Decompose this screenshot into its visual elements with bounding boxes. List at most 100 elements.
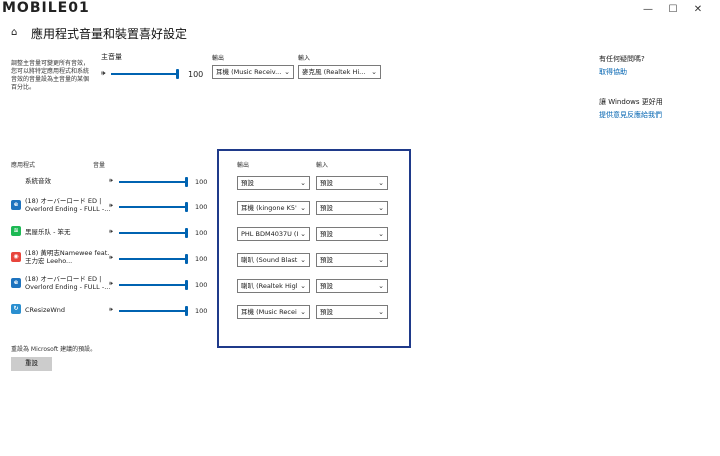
reset-button[interactable]: 重設 [11,357,52,371]
app-volume-slider[interactable] [119,280,188,290]
master-input-label: 輸入 [298,55,311,62]
app-input-value: 預設 [320,204,333,212]
speaker-icon[interactable]: 🕪 [109,202,113,209]
master-volume-value: 100 [188,70,204,79]
spotify-icon: ≋ [11,226,21,236]
speaker-icon[interactable]: 🕪 [109,228,113,235]
app-name: (18) 黃明志Namewee feat. [25,249,110,257]
app-name: 系統音效 [25,177,51,185]
chevron-down-icon: ⌄ [378,179,384,187]
speaker-icon[interactable]: 🕪 [109,280,113,287]
chevron-down-icon: ⌄ [300,230,306,238]
app-input-value: 預設 [320,282,333,290]
app-volume-value: 100 [195,255,208,263]
app-output-dropdown[interactable]: 耳機 (kingone K5'⌄ [237,201,310,215]
app-volume-value: 100 [195,307,208,315]
app-output-dropdown[interactable]: PHL BDM4037U (I⌄ [237,227,310,241]
app-output-dropdown[interactable]: 預設⌄ [237,176,310,190]
app-input-value: 預設 [320,230,333,238]
app-input-dropdown[interactable]: 預設 ⌄ [316,227,388,241]
app-input-dropdown[interactable]: 預設⌄ [316,305,388,319]
slider-thumb[interactable] [185,202,188,212]
output-input-highlight-box [217,149,411,348]
speaker-icon[interactable]: 🕪 [101,69,106,77]
close-button[interactable]: ✕ [693,4,703,15]
slider-track [119,181,188,183]
app-volume-value: 100 [195,281,208,289]
app-output-value: 喇叭 (Realtek Higl [241,282,298,290]
app-input-dropdown[interactable]: 預設⌄ [316,176,388,190]
app-name-line2: 王力宏 Leeho... [25,257,73,265]
app-input-dropdown[interactable]: 預設⌄ [316,279,388,293]
app-volume-value: 100 [195,178,208,186]
chevron-down-icon: ⌄ [371,68,377,76]
watermark-logo: MOBILE01 [2,0,90,16]
app-output-value: 耳機 (kingone K5' [241,204,297,212]
app-volume-value: 100 [195,229,208,237]
column-header-output: 輸出 [237,162,250,169]
app-volume-slider[interactable] [119,254,188,264]
slider-thumb[interactable] [185,254,188,264]
get-help-link[interactable]: 取得協助 [599,68,627,76]
app-name-line2: Overlord Ending - FULL -... [25,283,111,291]
speaker-icon[interactable]: 🕪 [109,254,113,261]
app-name: CResizeWnd [25,306,66,314]
app-volume-slider[interactable] [119,202,188,212]
app-output-value: 預設 [241,179,254,187]
slider-thumb[interactable] [185,228,188,238]
speaker-icon[interactable]: 🕪 [109,306,113,313]
home-icon[interactable]: ⌂ [11,27,18,38]
chevron-down-icon: ⌄ [378,204,384,212]
slider-track [119,284,188,286]
slider-thumb[interactable] [185,306,188,316]
minimize-button[interactable]: — [643,4,653,15]
app-output-dropdown[interactable]: 耳機 (Music Recei⌄ [237,305,310,319]
chevron-down-icon: ⌄ [300,282,306,290]
master-output-value: 耳機 (Music Receiv... [216,68,282,76]
app-output-dropdown[interactable]: 喇叭 (Realtek Higl⌄ [237,279,310,293]
column-header-app: 應用程式 [11,162,36,169]
master-volume-slider[interactable] [111,69,179,79]
slider-track [119,206,188,208]
feedback-link[interactable]: 提供意見反應給我們 [599,111,662,119]
app-volume-slider[interactable] [119,228,188,238]
chevron-down-icon: ⌄ [378,256,384,264]
master-description: 調整主音量可變更所有音效，您可以將特定應用程式和系統音效的音量設為主音量的某個百… [11,60,90,91]
slider-thumb[interactable] [176,69,179,79]
app-volume-slider[interactable] [119,306,188,316]
master-volume-label: 主音量 [101,53,122,61]
app-volume-slider[interactable] [119,177,188,187]
app-input-dropdown[interactable]: 預設 ⌄ [316,201,388,215]
slider-thumb[interactable] [185,280,188,290]
app-name-line2: Overlord Ending - FULL -... [25,205,111,213]
chrome-icon: ◉ [11,252,21,262]
chevron-down-icon: ⌄ [300,308,306,316]
chevron-down-icon: ⌄ [300,256,306,264]
master-input-dropdown[interactable]: 麥克風 (Realtek Hi... ⌄ [298,65,381,79]
app-output-value: 耳機 (Music Recei [241,308,297,316]
chevron-down-icon: ⌄ [300,204,306,212]
speaker-icon[interactable]: 🕪 [109,177,113,184]
ie-icon: e [11,200,21,210]
slider-track [119,258,188,260]
help-question: 有任何疑問嗎? [599,55,645,63]
chevron-down-icon: ⌄ [378,308,384,316]
app-input-value: 預設 [320,256,333,264]
slider-thumb[interactable] [185,177,188,187]
chevron-down-icon: ⌄ [378,230,384,238]
app-output-dropdown[interactable]: 喇叭 (Sound Blast⌄ [237,253,310,267]
app-name: 黑屋乐队 - 笨无 [25,228,71,236]
app-input-dropdown[interactable]: 預設 ⌄ [316,253,388,267]
maximize-button[interactable]: ☐ [668,4,678,15]
master-output-label: 輸出 [212,55,225,62]
better-windows-title: 讓 Windows 更好用 [599,98,663,106]
column-header-volume: 音量 [93,162,106,169]
app-name: (18) オーバーロード ED | [25,275,102,283]
master-input-value: 麥克風 (Realtek Hi... [302,68,366,76]
app-output-value: PHL BDM4037U (I [241,230,299,238]
master-output-dropdown[interactable]: 耳機 (Music Receiv... ⌄ [212,65,294,79]
cresizewnd-icon: ↻ [11,304,21,314]
slider-track [119,232,188,234]
page-title: 應用程式音量和裝置喜好設定 [31,27,188,41]
slider-track [119,310,188,312]
